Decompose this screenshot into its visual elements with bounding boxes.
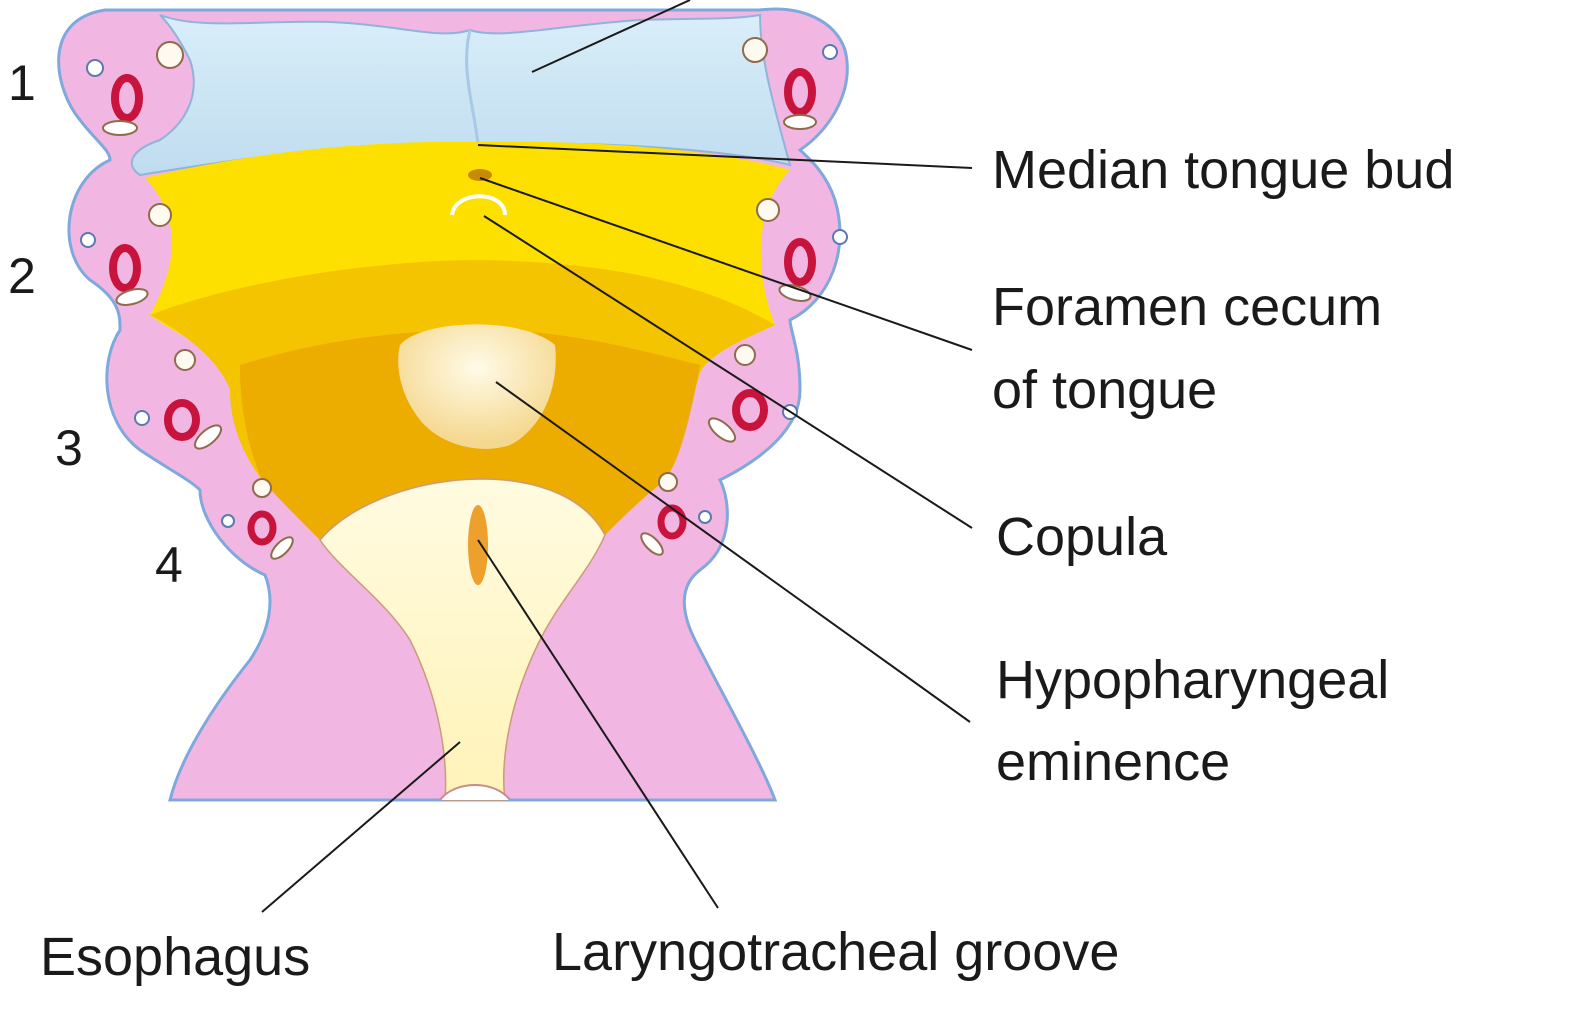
label-esophagus: Esophagus (40, 927, 310, 987)
label-laryngotracheal-groove: Laryngotracheal groove (552, 922, 1119, 982)
foramen-cecum (468, 169, 492, 181)
label-foramen-cecum-line1: Foramen cecum (992, 277, 1382, 337)
arch-number-2: 2 (8, 248, 36, 304)
laryngotracheal-groove (468, 505, 488, 585)
label-median-tongue-bud: Median tongue bud (992, 140, 1454, 200)
label-hypopharyngeal-line1: Hypopharyngeal (996, 650, 1389, 710)
label-foramen-cecum-line2: of tongue (992, 360, 1217, 420)
arch-number-1: 1 (8, 55, 36, 111)
label-hypopharyngeal-line2: eminence (996, 732, 1230, 792)
label-copula: Copula (996, 507, 1168, 567)
arch-number-4: 4 (155, 537, 183, 593)
arch-number-3: 3 (55, 420, 83, 476)
